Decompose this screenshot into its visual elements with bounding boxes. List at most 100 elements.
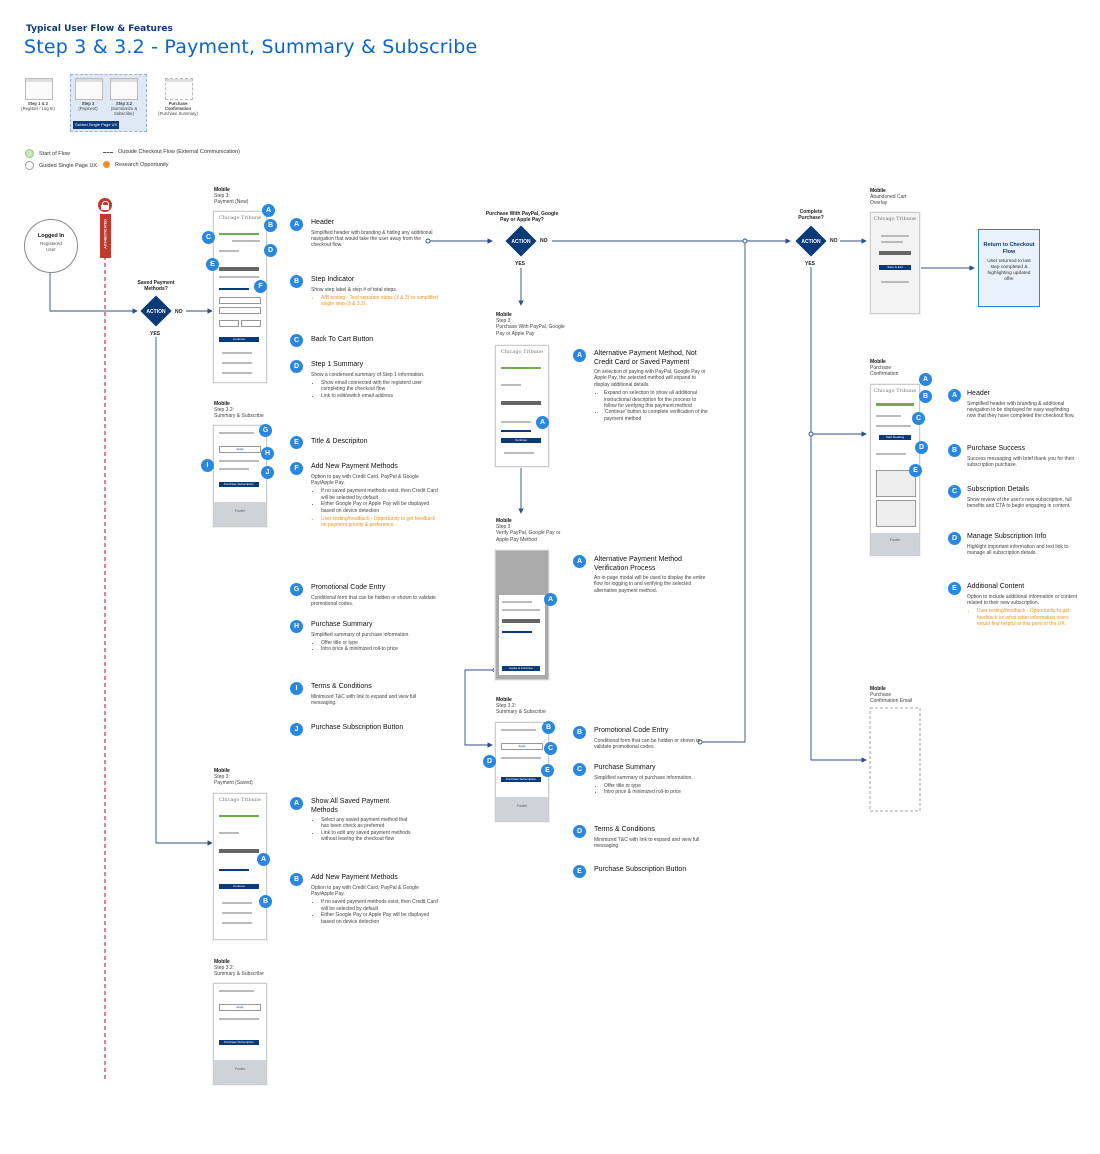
ann-col3-badge-B: B bbox=[948, 444, 961, 457]
ann-alt-payment: Alternative Payment Method, Not Credit C… bbox=[594, 350, 709, 422]
progress-step-4-thumb bbox=[165, 78, 193, 100]
decision-saved-yes: YES bbox=[150, 331, 161, 337]
badge-conf-B: B bbox=[919, 390, 932, 403]
page-eyebrow: Typical User Flow & Features bbox=[26, 24, 173, 34]
badge-D: D bbox=[264, 244, 277, 257]
research-dot-icon bbox=[103, 161, 110, 168]
ann-badge-F: F bbox=[290, 462, 303, 475]
phone-agree-button[interactable]: Agree & Continue bbox=[502, 666, 540, 671]
phone-summary-3: Apply Purchase Subscription Footer bbox=[495, 722, 549, 822]
ann-col2-badge-C: C bbox=[573, 763, 586, 776]
legend-start: Start of Flow bbox=[25, 149, 70, 158]
ann-col2-badge-D: D bbox=[573, 825, 586, 838]
return-body: User returned to last step completed & h… bbox=[987, 259, 1031, 282]
phone-abandoned: Chicago Tribune Save & Exit bbox=[870, 212, 920, 314]
ann-badge-D: D bbox=[290, 360, 303, 373]
progress-step-2: Step 3(Payment) bbox=[78, 101, 98, 111]
badge-H: H bbox=[261, 447, 274, 460]
ann-title-desc: Title & Descripiton bbox=[311, 438, 368, 445]
decision-saved-label: Saved Payment Methods? bbox=[137, 280, 175, 292]
return-title: Return to Checkout Flow bbox=[983, 242, 1035, 255]
ann-badge-A: A bbox=[290, 218, 303, 231]
ann-col3-badge-A: A bbox=[948, 389, 961, 402]
ann-col2-badge-E: E bbox=[573, 865, 586, 878]
return-to-checkout-box: Return to Checkout Flow User returned to… bbox=[978, 229, 1040, 307]
phone-apply-button[interactable]: Apply bbox=[219, 446, 261, 453]
phone-continue-button[interactable]: Continue bbox=[219, 337, 259, 342]
progress-step-3-thumb bbox=[110, 78, 138, 100]
ann-saved-badge-B: B bbox=[290, 873, 303, 886]
badge-conf-E: E bbox=[909, 464, 922, 477]
phone-brand: Chicago Tribune bbox=[218, 215, 262, 221]
guided-dot-icon bbox=[25, 161, 34, 170]
phone-save-exit-button[interactable]: Save & Exit bbox=[879, 265, 911, 270]
ann-col2-purchase-button: Purchase Subscription Button bbox=[594, 866, 687, 873]
decision-complete-yes: YES bbox=[805, 261, 816, 267]
ann-alt-verification: Alternative Payment Method Verification … bbox=[594, 556, 706, 594]
phone-verify: Agree & Continue bbox=[495, 550, 549, 680]
decision-paypal-label: Purchase With PayPal, Google Pay or Appl… bbox=[485, 211, 559, 223]
badge-J: J bbox=[261, 466, 274, 479]
phone-footer: Footer bbox=[214, 502, 266, 526]
ann-badge-G: G bbox=[290, 583, 303, 596]
progress-step-3: Step 3.2(Summarize & Subscribe) bbox=[110, 101, 138, 116]
badge-C: C bbox=[202, 231, 215, 244]
phone-purchase-button[interactable]: Purchase Subscription bbox=[219, 482, 259, 487]
badge-verify-A: A bbox=[544, 593, 557, 606]
decision-paypal-no: NO bbox=[540, 238, 548, 244]
legend-outside: Outside Checkout Flow (External Communic… bbox=[103, 149, 240, 155]
badge-saved-B: B bbox=[259, 895, 272, 908]
phone-paypal: Chicago Tribune Continue bbox=[495, 345, 549, 467]
phone-continue-button-saved[interactable]: Continue bbox=[219, 884, 259, 889]
ann-col3-badge-E: E bbox=[948, 582, 961, 595]
dashed-line-icon bbox=[103, 151, 113, 153]
progress-step-4: Purchase Confirmation(Purchase Summary) bbox=[158, 101, 198, 116]
ann-saved-methods: Show All Saved Payment MethodsSelect any… bbox=[311, 798, 416, 843]
progress-step-1-thumb bbox=[25, 78, 53, 100]
authenticated-banner: AUTHENTICATED bbox=[100, 214, 111, 258]
decision-paypal-action: ACTION bbox=[511, 239, 531, 245]
ann-col3-badge-C: C bbox=[948, 485, 961, 498]
ann-col2-badge-B: B bbox=[573, 726, 586, 739]
page-title: Step 3 & 3.2 - Payment, Summary & Subscr… bbox=[24, 36, 478, 58]
ann-badge-I: I bbox=[290, 682, 303, 695]
ann-badge-J: J bbox=[290, 723, 303, 736]
phone-payment-saved: Chicago Tribune Continue bbox=[213, 793, 267, 940]
ann-badge-E: E bbox=[290, 436, 303, 449]
badge-conf-D: D bbox=[915, 441, 928, 454]
decision-saved-no: NO bbox=[175, 309, 183, 315]
badge-B: B bbox=[264, 219, 277, 232]
badge-sum3-C: C bbox=[544, 742, 557, 755]
badge-G: G bbox=[259, 424, 272, 437]
badge-E: E bbox=[206, 258, 219, 271]
badge-conf-C: C bbox=[912, 412, 925, 425]
start-node: Logged In Registered User bbox=[24, 219, 78, 273]
phone-summary-1: Apply Purchase Subscription Footer bbox=[213, 425, 267, 527]
start-node-title: Logged In bbox=[37, 233, 65, 239]
legend-guided: Guided Single Page UX bbox=[25, 161, 97, 170]
start-dot-icon bbox=[25, 149, 34, 158]
decision-complete-no: NO bbox=[830, 238, 838, 244]
badge-sum3-E: E bbox=[541, 764, 554, 777]
phone-start-reading-button[interactable]: Start Reading bbox=[879, 435, 911, 440]
